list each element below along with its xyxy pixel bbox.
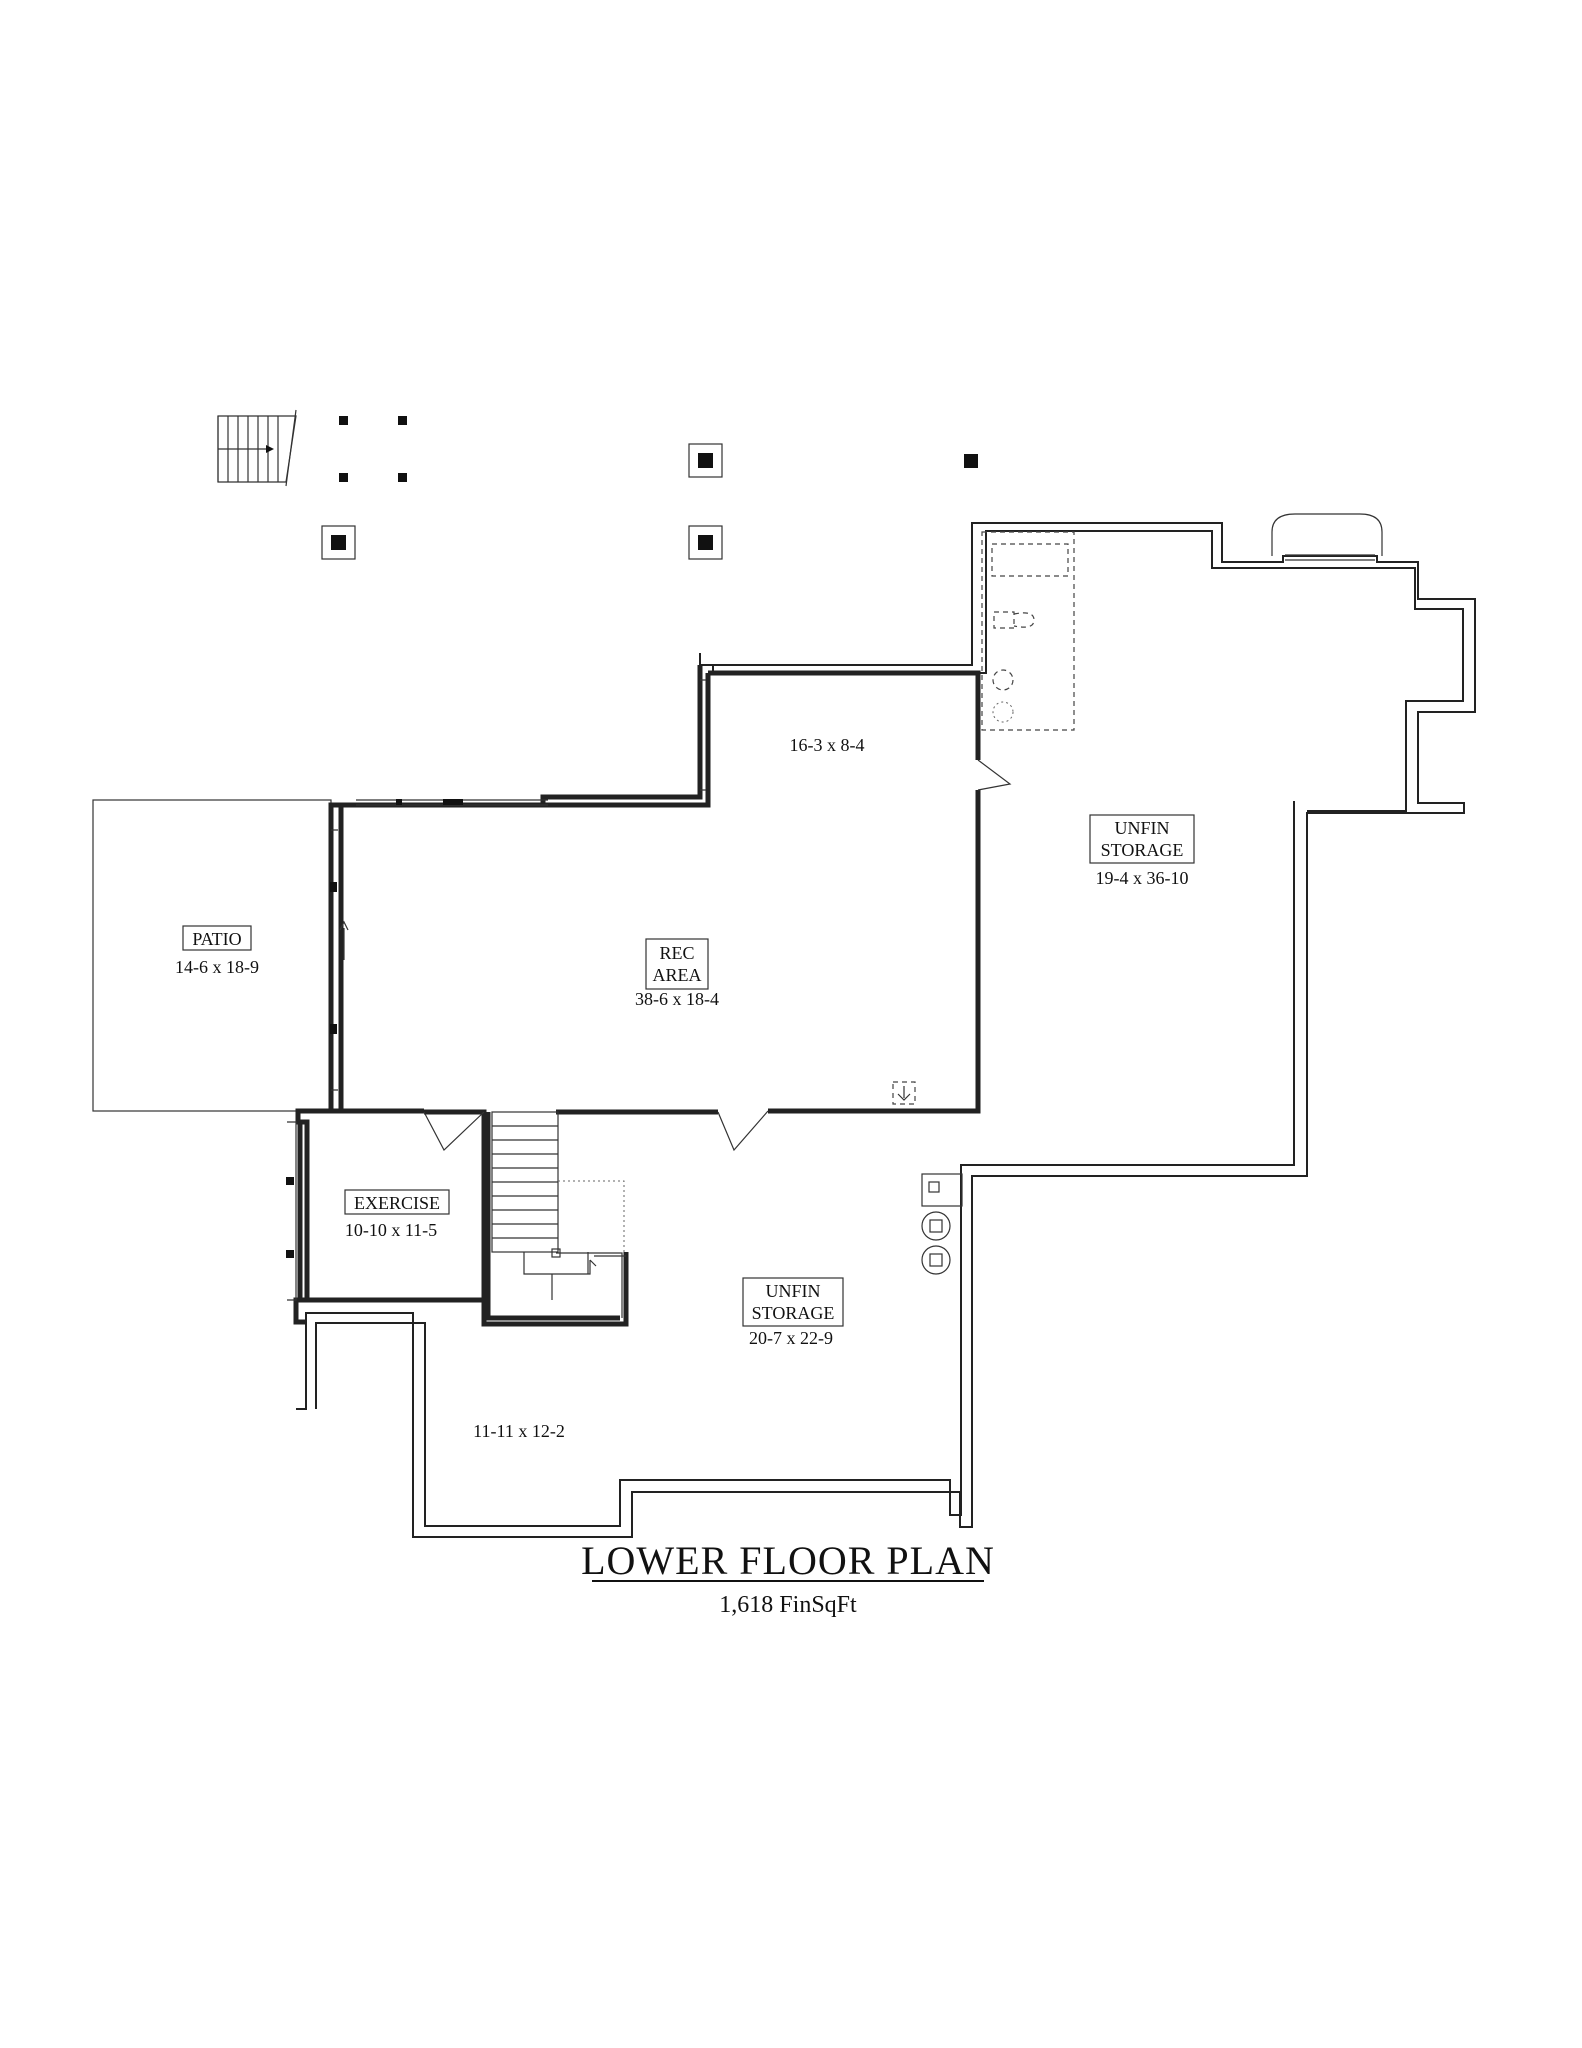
room-patio: PATIO 14-6 x 18-9 [175, 925, 259, 977]
bath-rough-in [981, 531, 1075, 731]
exercise-size: 10-10 x 11-5 [345, 1220, 437, 1240]
rec-area-name-line2: AREA [653, 965, 702, 985]
unfin-storage-lower-name-line1: UNFIN [765, 1281, 820, 1301]
plan-subtitle: 1,618 FinSqFt [719, 1592, 857, 1618]
unfin-storage-lower-name-line2: STORAGE [752, 1303, 835, 1323]
foundation-walls [296, 522, 1476, 1538]
doors [339, 759, 1012, 1152]
interior-stair [491, 1111, 626, 1318]
upper-nook-size: 16-3 x 8-4 [790, 735, 865, 755]
unfin-storage-lower-size: 20-7 x 22-9 [749, 1328, 833, 1348]
room-lower-left: 11-11 x 12-2 [473, 1421, 565, 1441]
windows [286, 513, 1383, 1301]
room-rec-area: REC AREA 38-6 x 18-4 [635, 938, 719, 1009]
room-unfin-storage-right: UNFIN STORAGE 19-4 x 36-10 [1089, 814, 1195, 888]
patio-name: PATIO [192, 929, 241, 949]
deck-posts [321, 416, 978, 560]
mechanical-equipment [921, 1173, 963, 1275]
lower-left-size: 11-11 x 12-2 [473, 1421, 565, 1441]
finished-walls [293, 665, 981, 1327]
patio-slab [92, 799, 332, 1112]
unfin-storage-right-size: 19-4 x 36-10 [1096, 868, 1189, 888]
room-unfin-storage-lower: UNFIN STORAGE 20-7 x 22-9 [742, 1277, 844, 1348]
rec-area-size: 38-6 x 18-4 [635, 989, 719, 1009]
plan-title: LOWER FLOOR PLAN [581, 1538, 995, 1583]
room-upper-nook: 16-3 x 8-4 [790, 735, 865, 755]
exterior-stair [217, 409, 297, 487]
patio-size: 14-6 x 18-9 [175, 957, 259, 977]
unfin-storage-right-name-line2: STORAGE [1101, 840, 1184, 860]
plan-title-block: LOWER FLOOR PLAN 1,618 FinSqFt [581, 1538, 995, 1618]
floor-drain-icon [892, 1081, 916, 1105]
rec-area-name-line1: REC [659, 943, 694, 963]
room-exercise: EXERCISE 10-10 x 11-5 [344, 1189, 450, 1240]
exercise-name: EXERCISE [354, 1193, 440, 1213]
unfin-storage-right-name-line1: UNFIN [1114, 818, 1169, 838]
